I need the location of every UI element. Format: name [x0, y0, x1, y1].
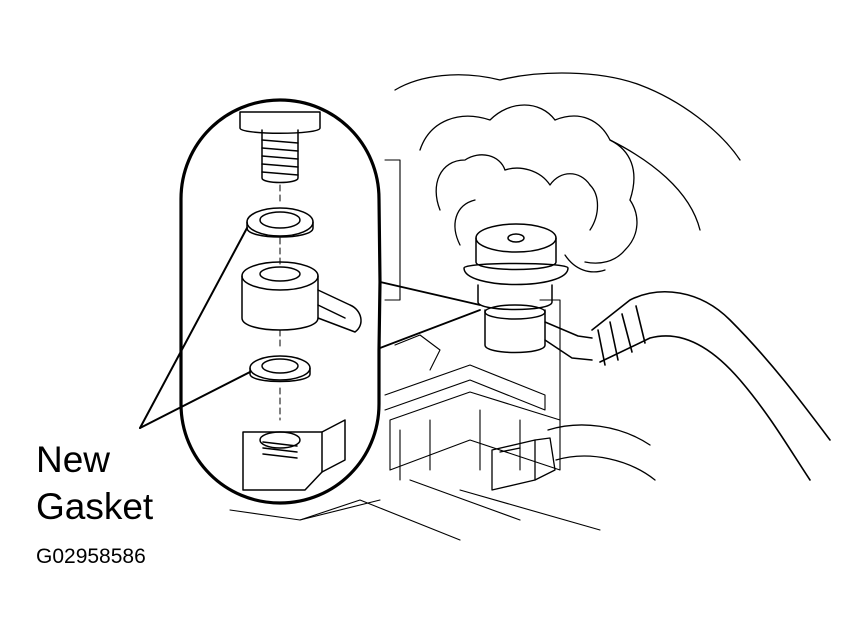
callout-label-new: New [36, 439, 111, 480]
figure-code: G02958586 [36, 545, 146, 568]
upper-gasket [246, 207, 314, 238]
fuel-rail [229, 159, 601, 541]
hand [394, 72, 741, 273]
lower-gasket [249, 355, 311, 383]
gasket-pointer-lines [139, 227, 251, 429]
fuel-hose [591, 291, 831, 481]
zoom-leader-lines [379, 281, 481, 349]
callout-label-gasket: Gasket [36, 486, 154, 527]
injector-connector [491, 424, 656, 491]
fuel-pipe [544, 321, 593, 361]
banjo-bolt [239, 111, 321, 184]
pressure-regulator [463, 223, 569, 354]
rail-port [242, 419, 346, 491]
banjo-fitting [241, 261, 362, 333]
detail-view-bubble [179, 98, 382, 505]
